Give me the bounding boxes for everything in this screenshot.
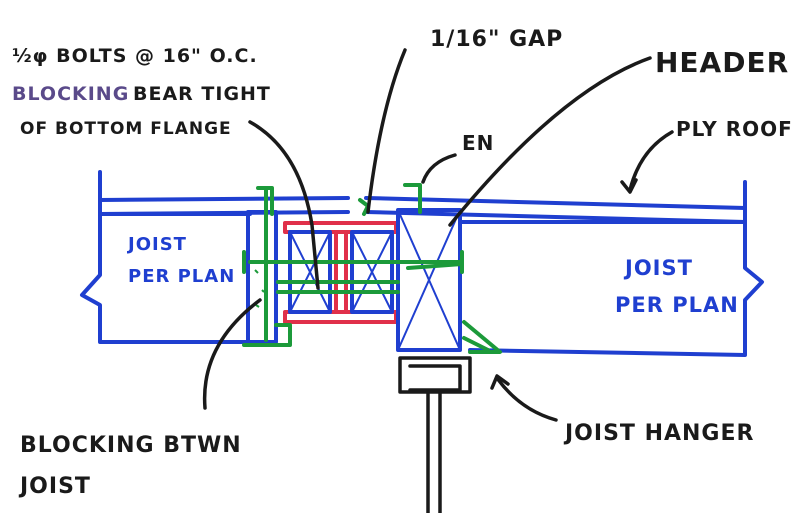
- connectors: [242, 183, 502, 354]
- web-blocking-right: [350, 230, 394, 314]
- blocking-btwn-label-2: JOIST: [18, 474, 91, 499]
- leader-joist-hanger: [495, 376, 558, 422]
- leader-gap: [366, 48, 407, 214]
- leader-lines: [202, 48, 674, 422]
- web-blocking-left: [288, 230, 332, 314]
- leader-blocking-bear: [248, 120, 320, 290]
- bolts-label: ½φ BOLTS @ 16" O.C.: [12, 45, 258, 67]
- leader-blocking-btwn: [202, 298, 262, 410]
- bottom-flange-label: OF BOTTOM FLANGE: [20, 119, 232, 139]
- bear-tight-label: BEAR TIGHT: [133, 83, 271, 105]
- en-label: EN: [462, 131, 494, 155]
- steel-beam: [283, 221, 398, 324]
- blocking-between-joist: [246, 210, 278, 344]
- header-beam: [396, 208, 462, 352]
- post: [398, 356, 472, 513]
- blocking-btwn-label-1: BLOCKING BTWN: [20, 433, 242, 458]
- leader-ply-roof: [628, 130, 674, 192]
- joist-hanger-label: JOIST HANGER: [563, 421, 754, 446]
- blocking-highlight-label: BLOCKING: [12, 83, 129, 105]
- leader-header: [448, 56, 652, 227]
- joist-hanger-arrow: [490, 374, 510, 390]
- gap-label: 1/16" GAP: [430, 27, 563, 52]
- joist-left-label-1: JOIST: [126, 234, 187, 255]
- joist-right-label-1: JOIST: [623, 256, 693, 280]
- right-joist: [458, 180, 764, 357]
- ply-roof-label: PLY ROOF: [676, 117, 793, 141]
- ply-roof-arrow: [620, 178, 638, 194]
- left-joist: [80, 170, 252, 344]
- joist-right-label-2: PER PLAN: [615, 293, 739, 317]
- header-label: HEADER: [655, 46, 789, 79]
- joist-left-label-2: PER PLAN: [128, 266, 235, 287]
- leader-en: [421, 153, 457, 184]
